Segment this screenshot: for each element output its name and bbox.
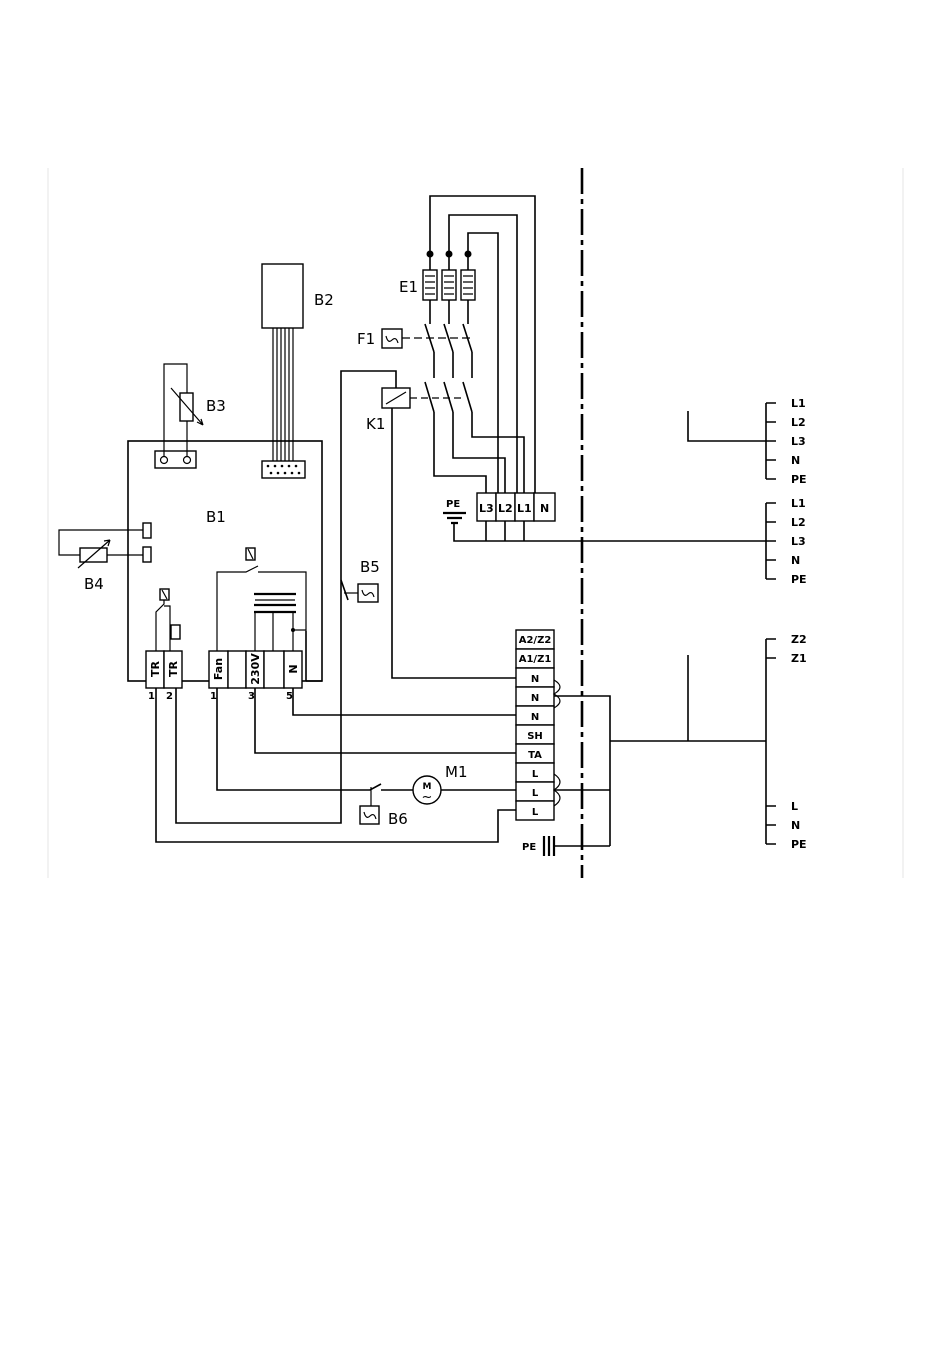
- b6-label: B6: [388, 810, 408, 828]
- supply-group-4: L N PE: [766, 800, 807, 851]
- pe-top-label: PE: [446, 499, 460, 510]
- k1-label: K1: [366, 415, 385, 433]
- pe-bottom-label: PE: [522, 842, 536, 853]
- pe-bottom: PE: [522, 836, 610, 856]
- b4-sensor: B4: [59, 530, 143, 593]
- supply1-pe: PE: [791, 473, 807, 486]
- f1-cutout: F1: [357, 324, 472, 378]
- e1-label: E1: [399, 278, 418, 296]
- ctrl-terminal-sh: SH: [527, 731, 543, 742]
- b1-pin-230v: 230V: [249, 653, 262, 685]
- k1-contactor: K1: [176, 371, 524, 823]
- b2-sensor: B2: [262, 264, 334, 461]
- supply3-z1: Z1: [791, 652, 807, 665]
- supply2-pe: PE: [791, 573, 807, 586]
- e1-heaters: E1: [399, 196, 535, 493]
- power-terminal-l1: L1: [517, 502, 532, 515]
- b1-label: B1: [206, 508, 226, 526]
- supply2-n: N: [791, 554, 800, 567]
- b1-pin-n: N: [287, 664, 300, 673]
- power-terminal-n: N: [540, 502, 549, 515]
- b3-sensor: B3: [164, 364, 226, 456]
- b1-pin-num-1a: 1: [148, 691, 155, 702]
- supply4-pe: PE: [791, 838, 807, 851]
- b2-label: B2: [314, 291, 334, 309]
- supply1-n: N: [791, 454, 800, 467]
- supply4-n: N: [791, 819, 800, 832]
- b1-pin-num-1b: 1: [210, 691, 217, 702]
- ctrl-terminal-n1: N: [531, 674, 539, 685]
- ctrl-terminal-n2: N: [531, 693, 539, 704]
- b1-pin-num-5: 5: [286, 691, 293, 702]
- ctrl-terminal-ta: TA: [528, 750, 542, 761]
- ctrl-terminal-l3: L: [532, 807, 539, 818]
- b1-pin-num-3: 3: [248, 691, 255, 702]
- supply1-l2: L2: [791, 416, 806, 429]
- ctrl-terminal-n3: N: [531, 712, 539, 723]
- supply2-l2: L2: [791, 516, 806, 529]
- b1-pin-fan: Fan: [212, 658, 225, 680]
- supply2-l3: L3: [791, 535, 806, 548]
- control-terminal-block: A2/Z2 A1/Z1 N N N SH TA L L L: [516, 630, 560, 820]
- b3-label: B3: [206, 397, 226, 415]
- m1-motor: M ~ M1: [217, 688, 516, 805]
- b1-pin-num-2: 2: [166, 691, 173, 702]
- power-terminal-l2: L2: [498, 502, 513, 515]
- b1-pin-tr1: TR: [149, 660, 162, 677]
- supply1-l3: L3: [791, 435, 806, 448]
- supply-group-3: Z2 Z1: [766, 633, 807, 665]
- supply2-l1: L1: [791, 497, 806, 510]
- ctrl-terminal-l2: L: [532, 788, 539, 799]
- b1-pin-tr2: TR: [167, 660, 180, 677]
- m1-symbol-wave: ~: [422, 790, 433, 805]
- b1-control-board: B1 TR TR Fan 230V N 1 2 1 3 5: [128, 441, 322, 702]
- power-terminal-block: L3 L2 L1 N PE: [443, 493, 776, 541]
- ctrl-terminal-a1z1: A1/Z1: [519, 654, 552, 665]
- b4-label: B4: [84, 575, 104, 593]
- b5-switch: B5: [306, 558, 380, 681]
- ctrl-terminal-a2z2: A2/Z2: [519, 635, 552, 646]
- m1-label: M1: [445, 763, 468, 781]
- supply4-l: L: [791, 800, 798, 813]
- f1-label: F1: [357, 330, 375, 348]
- power-terminal-l3: L3: [479, 502, 494, 515]
- ctrl-terminal-l1: L: [532, 769, 539, 780]
- b6-switch: B6: [360, 787, 408, 828]
- supply3-z2: Z2: [791, 633, 807, 646]
- b5-label: B5: [360, 558, 380, 576]
- supply1-l1: L1: [791, 397, 806, 410]
